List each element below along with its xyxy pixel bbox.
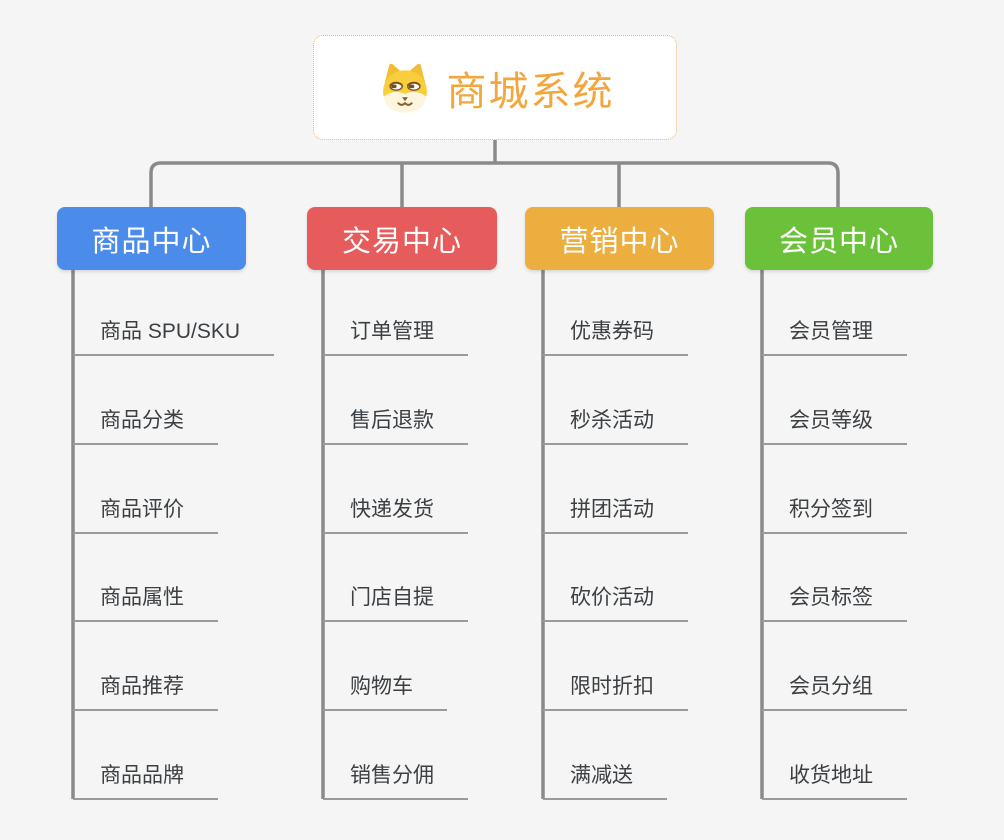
leaf-node[interactable]: 购物车	[323, 667, 447, 711]
leaf-node[interactable]: 秒杀活动	[543, 401, 688, 445]
leaf-node[interactable]: 快递发货	[323, 490, 468, 534]
branch-bus-line	[149, 161, 840, 207]
leaf-node[interactable]: 销售分佣	[323, 756, 468, 800]
branch-node-member-center[interactable]: 会员中心	[745, 207, 933, 270]
root-node-label: 商城系统	[446, 69, 615, 114]
dog-face-icon	[382, 63, 427, 112]
leaf-node[interactable]: 商品 SPU/SKU	[73, 312, 275, 356]
leaf-node[interactable]: 优惠券码	[543, 312, 688, 356]
leaf-node[interactable]: 商品属性	[73, 578, 218, 622]
leaf-node[interactable]: 商品评价	[73, 490, 218, 534]
leaf-node[interactable]: 满减送	[543, 756, 667, 800]
leaf-node[interactable]: 售后退款	[323, 401, 468, 445]
leaf-node[interactable]: 会员标签	[762, 578, 907, 622]
leaf-node[interactable]: 商品品牌	[73, 756, 218, 800]
leaf-node[interactable]: 会员等级	[762, 401, 907, 445]
leaf-node[interactable]: 会员管理	[762, 312, 907, 356]
leaf-node[interactable]: 订单管理	[323, 312, 468, 356]
leaf-node[interactable]: 会员分组	[762, 667, 907, 711]
leaf-node[interactable]: 限时折扣	[543, 667, 688, 711]
branch-node-trade-center[interactable]: 交易中心	[307, 207, 497, 270]
leaf-node[interactable]: 门店自提	[323, 578, 468, 622]
leaf-node[interactable]: 商品推荐	[73, 667, 218, 711]
leaf-node[interactable]: 拼团活动	[543, 490, 688, 534]
leaf-node[interactable]: 商品分类	[73, 401, 218, 445]
leaf-node[interactable]: 收货地址	[762, 756, 907, 800]
leaf-node[interactable]: 积分签到	[762, 490, 907, 534]
branch-node-product-center[interactable]: 商品中心	[57, 207, 246, 270]
root-node-mall-system[interactable]: 商城系统	[313, 35, 677, 140]
branch-node-marketing-center[interactable]: 营销中心	[525, 207, 714, 270]
leaf-node[interactable]: 砍价活动	[543, 578, 688, 622]
